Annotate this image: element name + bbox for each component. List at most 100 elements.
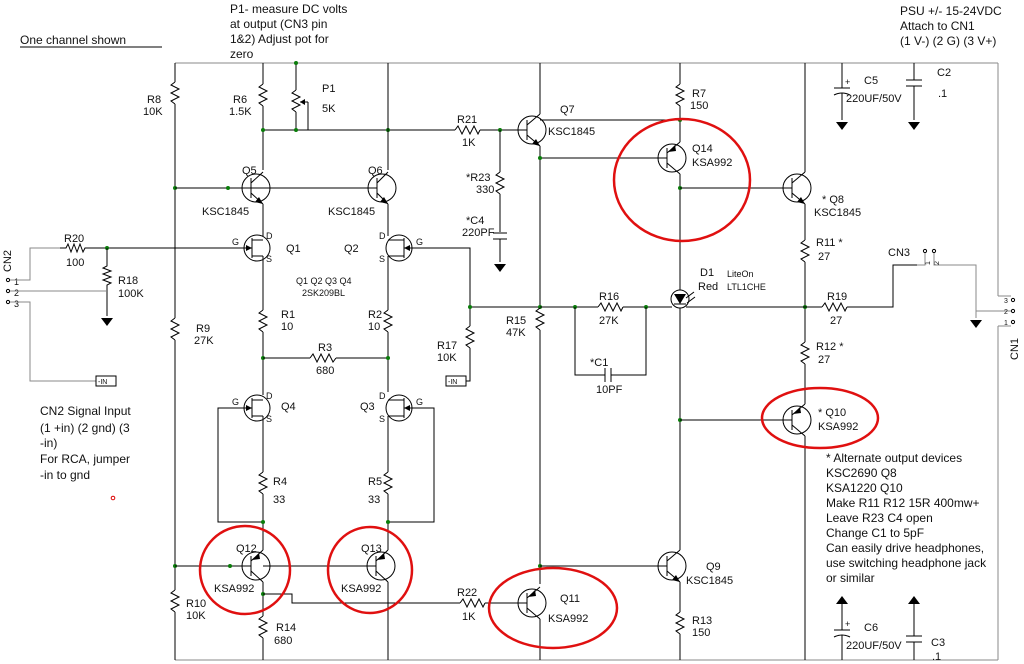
r21-label: R21	[457, 114, 477, 126]
q11-value: KSA992	[548, 613, 588, 625]
r16-resistor	[597, 301, 624, 313]
q7-label: Q7	[560, 104, 575, 116]
q2-pin-s: S	[379, 254, 385, 264]
cn2-note-line4: For RCA, jumper	[40, 452, 130, 466]
alt-note-line3: KSA1220 Q10	[826, 481, 903, 495]
highlight-q11	[487, 566, 619, 650]
psu-note-line2: Attach to CN1	[900, 19, 975, 33]
junction-r6-p1	[261, 128, 265, 132]
r7-value: 150	[690, 100, 708, 112]
r12-resistor	[799, 341, 811, 365]
r3-value: 680	[316, 365, 334, 377]
alt-note-line4: Make R11 R12 15R 400mw+	[826, 496, 980, 510]
cn1-pin2-dot	[1010, 308, 1016, 314]
q1-jfet	[240, 234, 271, 262]
q13-label: Q13	[361, 543, 382, 555]
r8-value: 10K	[143, 106, 163, 118]
c5-plus: +	[845, 77, 850, 87]
ground-output	[970, 320, 982, 328]
r11-label: R11 *	[816, 237, 843, 249]
q13-value: KSA992	[341, 583, 381, 595]
r17-resistor	[464, 325, 476, 349]
r7-resistor	[674, 83, 686, 107]
cn2-pin2-dot	[5, 288, 11, 294]
stray-mark	[110, 495, 116, 501]
q3-pin-g: G	[416, 397, 423, 407]
junction-r3-right	[386, 356, 390, 360]
d1-label: D1	[700, 267, 714, 279]
r23-label: *R23	[466, 172, 490, 184]
r13-label: R13	[692, 615, 712, 627]
q9-label: Q9	[706, 561, 721, 573]
cn1-pin1-dot	[1010, 319, 1016, 325]
alt-note-line1: * Alternate output devices	[826, 451, 962, 465]
r10-resistor	[169, 589, 181, 613]
r6-label: R6	[233, 94, 247, 106]
r15-value: 47K	[506, 327, 526, 339]
wire-r17-minus-in	[466, 348, 471, 382]
highlight-q14	[612, 117, 752, 243]
r9-resistor	[169, 317, 181, 341]
wire-cn3-pin2	[933, 253, 977, 318]
r20-label: R20	[64, 233, 84, 245]
minus-in-flag-left	[95, 375, 117, 387]
q6-value: KSC1845	[328, 206, 375, 218]
r3-resistor	[309, 352, 337, 364]
r8-resistor	[169, 81, 181, 105]
r6-value: 1.5K	[229, 106, 252, 118]
junction-r17-top	[468, 305, 472, 309]
cn1-pin3-dot	[1010, 297, 1016, 303]
p1-potentiometer	[290, 89, 302, 113]
r18-value: 100K	[118, 288, 144, 300]
c3-label: C3	[931, 637, 945, 649]
junction-r5-bottom	[386, 520, 390, 524]
c6-label: C6	[864, 622, 878, 634]
r19-resistor	[821, 301, 848, 313]
q4-pin-g: G	[232, 397, 239, 407]
p1-value: 5K	[322, 103, 336, 115]
q9-value: KSC1845	[686, 575, 733, 587]
r23-resistor	[494, 171, 506, 195]
wire-q4-gate-loop	[217, 407, 263, 523]
r15-label: R15	[506, 315, 526, 327]
wire-q12-r22	[263, 593, 455, 604]
cn3-pin2: 2	[934, 261, 941, 265]
alt-note-line8: use switching headphone jack	[826, 556, 987, 570]
r2-value: 10	[368, 321, 380, 333]
r20-value: 100	[66, 257, 84, 269]
r4-value: 33	[273, 494, 285, 506]
d1-maker: LiteOn	[727, 269, 754, 279]
q8-value: KSC1845	[814, 207, 861, 219]
q14-value: KSA992	[692, 157, 732, 169]
cn2-note-line3: -in)	[40, 436, 57, 450]
q4-pin-s: S	[266, 414, 272, 424]
c3-value: .1	[932, 651, 941, 663]
r3-label: R3	[318, 342, 332, 354]
junction-p1-bottom	[294, 128, 298, 132]
q12-value: KSA992	[214, 583, 254, 595]
cn2-note-line2: (1 +in) (2 gnd) (3	[40, 421, 130, 435]
q2-label: Q2	[344, 243, 359, 255]
q8-transistor	[782, 171, 812, 205]
p1-wiper-arrow	[300, 99, 305, 105]
r22-value: 1K	[462, 611, 476, 623]
c2-value: .1	[938, 88, 947, 100]
junction-q12-base-2	[228, 564, 232, 568]
r4-resistor	[257, 471, 269, 495]
q12-transistor	[240, 549, 271, 583]
wire-cn2-in	[10, 247, 60, 281]
r2-resistor	[382, 309, 394, 333]
c1-label: *C1	[590, 357, 608, 369]
q1-label: Q1	[286, 243, 301, 255]
r9-value: 27K	[194, 335, 214, 347]
r5-label: R5	[368, 476, 382, 488]
r13-resistor	[674, 611, 686, 635]
q8-label: * Q8	[822, 194, 844, 206]
highlight-q13	[326, 525, 414, 615]
r19-value: 27	[830, 315, 842, 327]
wire-q2-gate	[416, 247, 471, 326]
r1-resistor	[257, 309, 269, 333]
q10-transistor	[782, 403, 812, 437]
highlight-q10	[760, 386, 880, 450]
